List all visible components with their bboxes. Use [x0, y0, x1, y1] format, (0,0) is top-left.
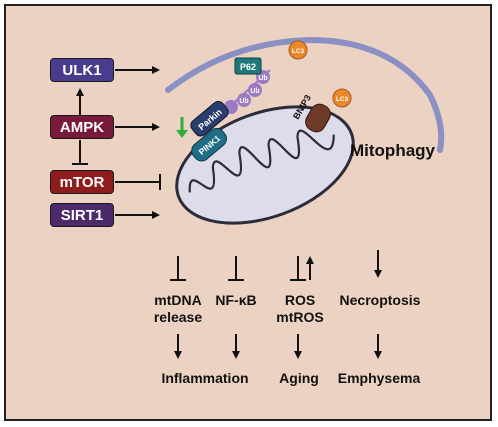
svg-text:Ub: Ub — [239, 98, 248, 105]
lc3-circle-top — [288, 40, 308, 60]
emphysema-label: Emphysema — [337, 370, 421, 386]
svg-text:LC3: LC3 — [292, 48, 305, 55]
ub-circle-3 — [248, 83, 262, 97]
mtor-node: mTOR — [50, 170, 114, 194]
nfkb-label: NF-κB — [215, 292, 257, 308]
ros-mtros-label: ROS mtROS — [276, 292, 324, 325]
necroptosis-label: Necroptosis — [339, 292, 421, 308]
svg-text:Ub: Ub — [250, 88, 259, 95]
ampk-node: AMPK — [50, 115, 114, 139]
mitochondrion — [175, 105, 355, 225]
mitophagy-label: Mitophagy — [350, 141, 435, 160]
ub-chain: Ub Ub Ub — [224, 69, 271, 114]
svg-text:LC3: LC3 — [336, 96, 349, 103]
ulk1-node: ULK1 — [50, 58, 114, 82]
sirt1-node: SIRT1 — [50, 203, 114, 227]
ub-circle-2 — [237, 93, 251, 107]
lc3-circle-right — [332, 88, 352, 108]
svg-text:Ub: Ub — [258, 75, 267, 82]
p62-box — [234, 57, 262, 75]
bnip3-shape — [305, 103, 331, 133]
svg-text:P62: P62 — [240, 62, 256, 72]
inflammation-label: Inflammation — [161, 370, 249, 386]
phagophore-membrane — [165, 36, 445, 153]
aging-label: Aging — [279, 370, 319, 386]
pink1-shape: PINK1 — [191, 128, 227, 162]
mtdna-release-label: mtDNA release — [153, 292, 203, 325]
